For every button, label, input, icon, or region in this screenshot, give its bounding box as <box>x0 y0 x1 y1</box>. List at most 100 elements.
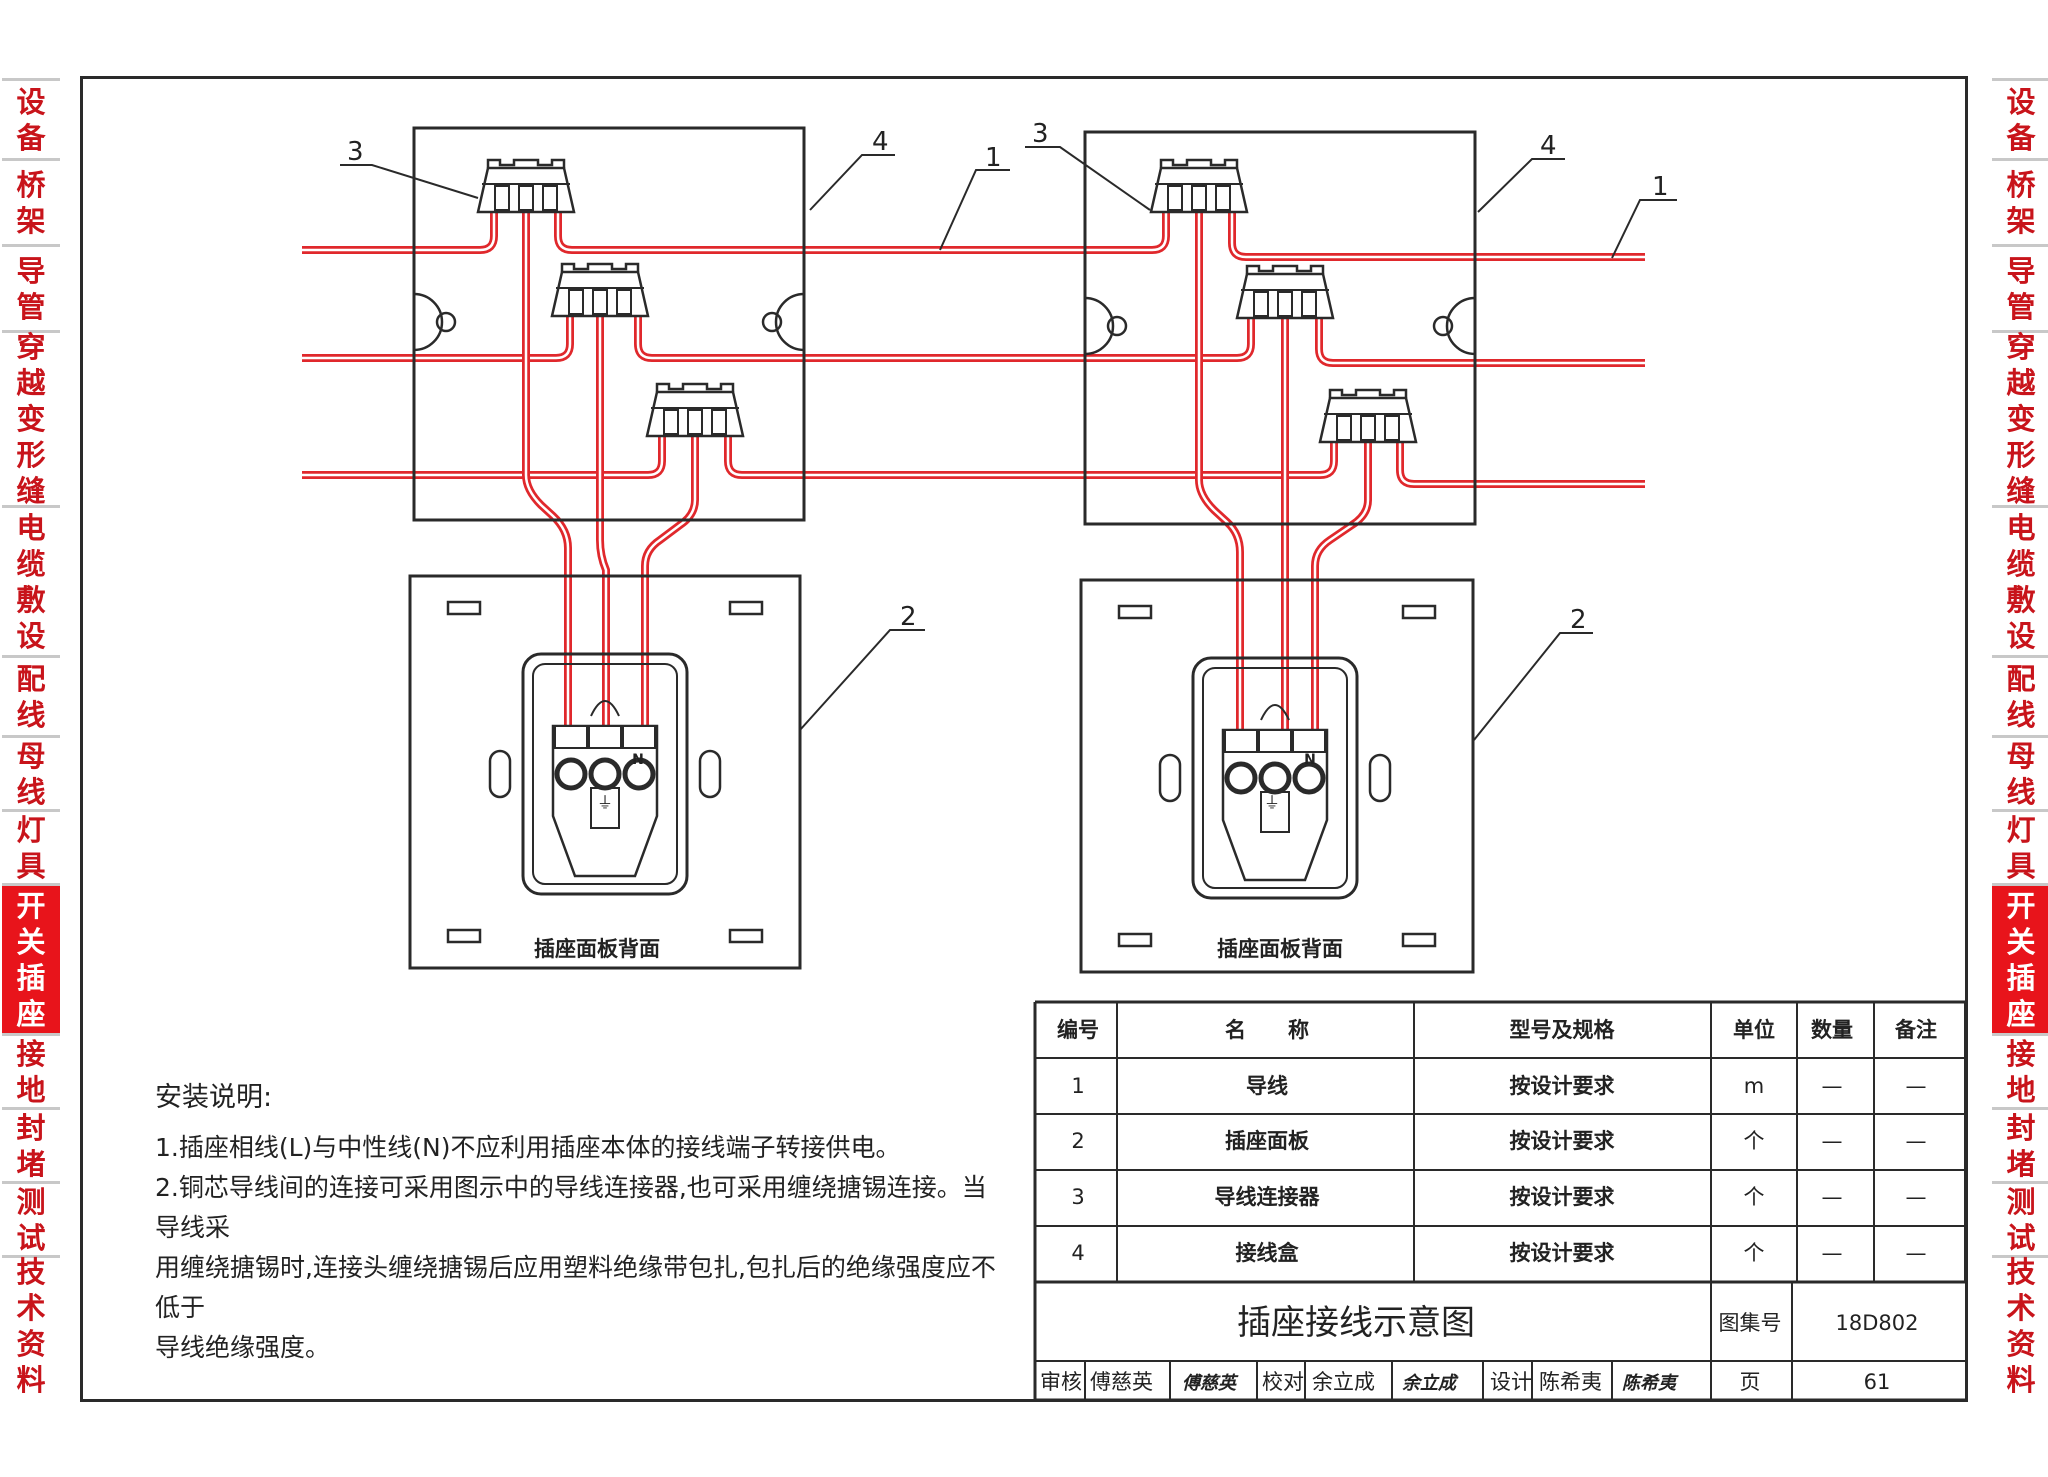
section-tab[interactable]: 接地 <box>2 1033 60 1107</box>
left-section-index: 设备桥架导管穿越变形缝电缆敷设配线母线灯具开关插座接地封堵测试技术资料 <box>2 78 60 1400</box>
section-tab[interactable]: 封堵 <box>2 1107 60 1181</box>
section-tab[interactable]: 电缆敷设 <box>2 505 60 655</box>
wire-core <box>643 436 697 735</box>
section-tab-label: 接地 <box>2006 1036 2036 1107</box>
connector-top <box>1328 388 1408 398</box>
section-tab[interactable]: 设备 <box>1992 78 2048 158</box>
drawing-frame <box>80 76 1968 1402</box>
side-slot <box>1158 753 1182 803</box>
connector-port <box>1215 185 1231 211</box>
wire-core <box>302 316 572 360</box>
section-tab-label: 封堵 <box>16 1110 46 1181</box>
section-tab[interactable]: 技术资料 <box>2 1255 60 1397</box>
section-tab[interactable]: 母线 <box>2 735 60 809</box>
junction-box <box>412 126 806 522</box>
section-tab-label: 设备 <box>16 84 46 155</box>
callout-4-left: 4 <box>872 127 889 157</box>
section-tab-label: 测试 <box>2006 1184 2036 1255</box>
table-cell: 个 <box>1744 1241 1765 1265</box>
section-tab[interactable]: 封堵 <box>1992 1107 2048 1181</box>
callout-3-right: 3 <box>1032 119 1049 149</box>
wire-connector <box>550 262 650 318</box>
callout-3-left: 3 <box>347 137 364 167</box>
neutral-terminal-label-left: N <box>632 752 644 768</box>
section-tab-label: 桥架 <box>2006 167 2036 238</box>
right-section-index: 设备桥架导管穿越变形缝电缆敷设配线母线灯具开关插座接地封堵测试技术资料 <box>1992 78 2048 1400</box>
connector-port <box>1336 415 1352 441</box>
connector-port <box>494 185 510 211</box>
socket-module-inner <box>1202 667 1348 889</box>
check-label: 校对 <box>1262 1370 1304 1394</box>
socket-module <box>1191 656 1359 900</box>
designer-signature: 陈希夷 <box>1622 1373 1679 1394</box>
neutral-terminal-label-right: N <box>1304 752 1316 768</box>
parts-table-grid <box>1033 1000 1966 1402</box>
section-tab-label: 设备 <box>2006 84 2036 155</box>
ground-loop <box>590 700 620 717</box>
table-cell: 个 <box>1744 1129 1765 1153</box>
connector-top <box>560 262 640 272</box>
section-tab[interactable]: 测试 <box>2 1181 60 1255</box>
table-cell: 按设计要求 <box>1510 1129 1615 1153</box>
table-cell: 4 <box>1071 1241 1084 1265</box>
section-tab-label: 电缆敷设 <box>16 510 46 653</box>
section-tab[interactable]: 配线 <box>2 655 60 735</box>
installation-notes: 安装说明: 1.插座相线(L)与中性线(N)不应利用插座本体的接线端子转接供电。… <box>155 1075 1005 1368</box>
leader <box>340 164 479 199</box>
socket-module <box>521 652 689 896</box>
section-tab[interactable]: 导管 <box>2 244 60 330</box>
table-cell: — <box>1822 1074 1843 1098</box>
side-slot <box>1368 753 1392 803</box>
connector-port <box>687 409 703 435</box>
section-tab-label: 桥架 <box>16 167 46 238</box>
section-tab[interactable]: 母线 <box>1992 735 2048 809</box>
section-tab[interactable]: 导管 <box>1992 244 2048 330</box>
ground-loop <box>1260 704 1290 721</box>
connector-top <box>1245 264 1325 274</box>
table-cell: 导线连接器 <box>1215 1185 1321 1209</box>
wire-core <box>1230 213 1645 259</box>
section-tab[interactable]: 穿越变形缝 <box>2 330 60 508</box>
section-tab[interactable]: 配线 <box>1992 655 2048 735</box>
section-tab[interactable]: 桥架 <box>1992 158 2048 244</box>
note-line: 导线绝缘强度。 <box>155 1333 331 1362</box>
wire <box>1228 213 1645 261</box>
terminal-screw <box>1292 761 1326 795</box>
screw-hole <box>435 311 457 333</box>
section-tab[interactable]: 设备 <box>2 78 60 158</box>
terminal-screw <box>1258 761 1292 795</box>
terminal-clamp <box>554 725 588 749</box>
section-tab[interactable]: 灯具 <box>1992 809 2048 883</box>
checker-signature: 余立成 <box>1402 1373 1459 1394</box>
section-tab[interactable]: 桥架 <box>2 158 60 244</box>
section-tab[interactable]: 开关插座 <box>1992 883 2048 1033</box>
terminal-screw <box>588 757 622 791</box>
table-header-no: 编号 <box>1057 1018 1099 1042</box>
side-slot <box>698 749 722 799</box>
section-tab[interactable]: 开关插座 <box>2 883 60 1033</box>
section-tab[interactable]: 接地 <box>1992 1033 2048 1107</box>
checker-name: 余立成 <box>1312 1370 1375 1394</box>
socket-module-inner <box>532 663 678 885</box>
wire-core <box>302 212 496 252</box>
connector-port <box>616 289 632 315</box>
clip-slot <box>1117 604 1153 620</box>
connector-port <box>1167 185 1183 211</box>
table-cell: — <box>1822 1129 1843 1153</box>
section-tab-label: 开关插座 <box>2006 888 2036 1031</box>
section-tab[interactable]: 测试 <box>1992 1181 2048 1255</box>
mount-ear <box>774 292 805 352</box>
section-tab[interactable]: 电缆敷设 <box>1992 505 2048 655</box>
ground-terminal <box>590 787 620 829</box>
section-tab[interactable]: 灯具 <box>2 809 60 883</box>
section-tab-label: 灯具 <box>16 812 46 883</box>
mount-ear <box>413 292 444 352</box>
section-tab-label: 技术资料 <box>16 1255 46 1397</box>
wire-connector <box>1235 264 1335 320</box>
screw-hole <box>1432 315 1454 337</box>
page-number: 61 <box>1864 1370 1891 1394</box>
section-tab[interactable]: 穿越变形缝 <box>1992 330 2048 508</box>
callout-4-right: 4 <box>1540 131 1557 161</box>
drawing-title: 插座接线示意图 <box>1237 1303 1475 1343</box>
section-tab[interactable]: 技术资料 <box>1992 1255 2048 1397</box>
